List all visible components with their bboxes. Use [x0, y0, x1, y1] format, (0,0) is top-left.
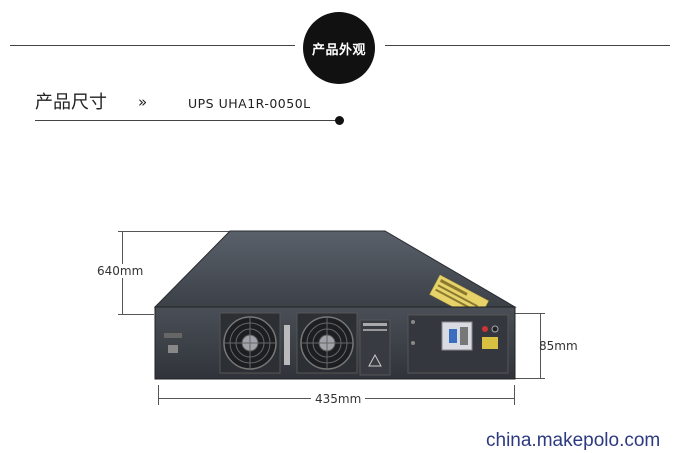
width-tick-right — [514, 385, 515, 405]
depth-label: 640mm — [97, 264, 144, 278]
watermark-text: china.makepolo.com — [486, 430, 661, 451]
badge-label: 产品外观 — [311, 42, 366, 58]
section-badge: 产品外观 — [303, 12, 375, 84]
double-chevron-icon: » — [138, 93, 148, 111]
height-tick-top — [515, 313, 545, 314]
height-line — [540, 313, 541, 378]
fan-icon — [296, 312, 358, 374]
fan-icon — [219, 312, 281, 374]
size-dot — [335, 116, 344, 125]
usb-port — [168, 345, 178, 353]
header-rule-right — [385, 45, 670, 46]
size-heading: 产品尺寸 — [35, 92, 107, 113]
ups-device-image — [153, 230, 517, 380]
width-label: 435mm — [311, 392, 366, 406]
height-label: 85mm — [539, 339, 578, 353]
height-tick-bottom — [515, 378, 545, 379]
header-rule-left — [10, 45, 295, 46]
model-number: UPS UHA1R-0050L — [188, 96, 311, 111]
warning-label-icon — [368, 353, 382, 367]
depth-tick-top — [118, 231, 230, 232]
depth-tick-bottom — [118, 314, 154, 315]
width-tick-left — [158, 385, 159, 405]
size-underline — [35, 120, 340, 121]
